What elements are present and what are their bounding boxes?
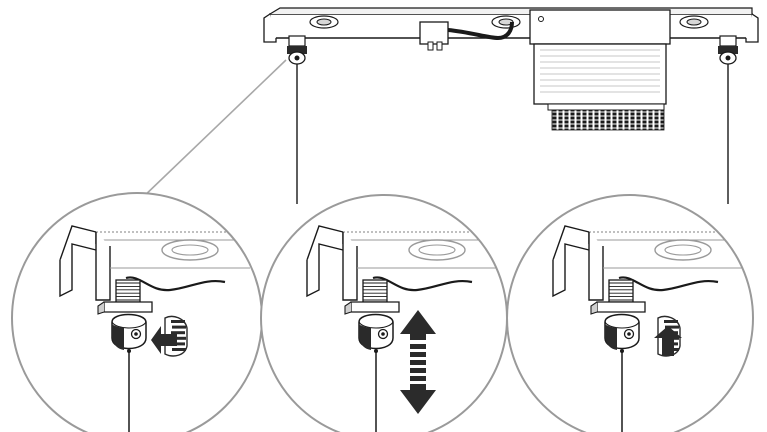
right-suspension-point [718,35,738,204]
clockwise-rotate-arrow-icon [654,315,682,357]
detail-circle-frame [506,194,754,432]
driver-housing [529,9,671,131]
detail-circle-frame [260,194,508,432]
cable-connector [419,21,514,51]
counterclockwise-rotate-arrow-icon [151,315,188,357]
detail-step-1 [11,192,263,432]
detail-views [11,192,754,432]
heat-sink-fins [551,109,665,131]
detail-step-3 [506,194,754,432]
left-suspension-point [287,35,307,204]
detail-step-2 [260,194,508,432]
up-down-double-arrow-icon [400,310,436,414]
